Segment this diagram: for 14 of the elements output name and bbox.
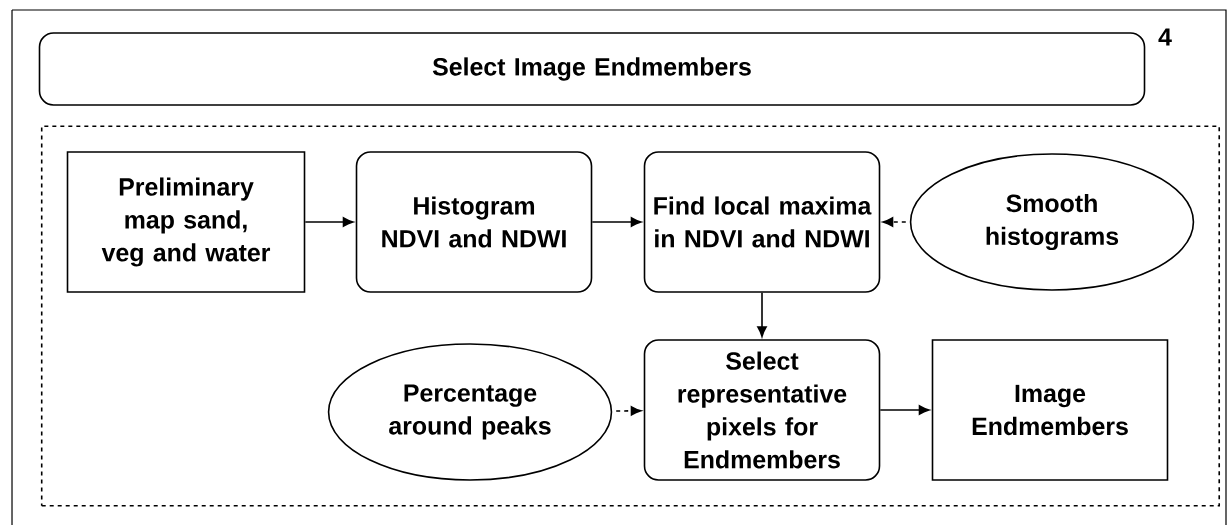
panel-number: 4 bbox=[1158, 28, 1172, 46]
arrow bbox=[882, 217, 907, 227]
group-box bbox=[40, 125, 1221, 507]
output-box: Image Endmembers bbox=[931, 339, 1169, 481]
process-box: Select representative pixels for Endmembers bbox=[643, 339, 881, 481]
arrow bbox=[615, 406, 642, 416]
process-box: Find local maxima in NDVI and NDWI bbox=[643, 151, 881, 293]
process-box: Preliminary map sand, veg and water bbox=[66, 151, 306, 293]
arrow bbox=[879, 405, 930, 415]
title-box: Select Image Endmembers bbox=[38, 32, 1146, 106]
arrow bbox=[591, 217, 642, 227]
process-box: Histogram NDVI and NDWI bbox=[355, 151, 593, 293]
arrow bbox=[757, 292, 767, 338]
arrow bbox=[304, 217, 354, 227]
